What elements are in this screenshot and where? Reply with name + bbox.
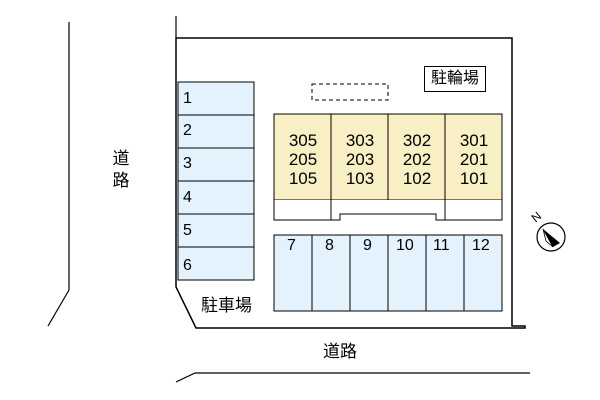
parking-slot-label: 10 <box>396 237 414 254</box>
parking-slot-label: 1 <box>183 90 192 107</box>
parking-slot-label: 9 <box>363 237 372 254</box>
left-road-label: 道路 <box>112 149 130 190</box>
unit-number: 301 <box>459 131 489 150</box>
parking-slot-label: 8 <box>325 237 334 254</box>
bottom-road-edge <box>175 372 530 383</box>
parking-slot-2[interactable] <box>177 114 255 149</box>
parking-slot-10[interactable] <box>387 234 427 312</box>
bottom-road-label: 道路 <box>323 342 357 361</box>
left-road-edge-outer-bend <box>47 289 70 327</box>
unit-number: 305 <box>288 131 318 150</box>
parking-slot-5[interactable] <box>177 213 255 248</box>
unit-number: 101 <box>459 169 489 188</box>
unit-number: 102 <box>402 169 432 188</box>
parking-slot-label: 6 <box>183 257 192 274</box>
unit-number: 103 <box>345 169 375 188</box>
parking-label: 駐車場 <box>201 296 252 315</box>
bicycle-parking-dashed-area <box>311 83 389 101</box>
bottom-parking-slots <box>273 234 503 312</box>
parking-slot-label: 11 <box>433 237 450 254</box>
unit-number: 105 <box>288 169 318 188</box>
parking-slot-label: 4 <box>183 189 192 206</box>
compass-north-arrow-icon <box>536 222 566 252</box>
unit-number: 203 <box>345 150 375 169</box>
parking-slot-4[interactable] <box>177 180 255 215</box>
bicycle-parking-label: 駐輪場 <box>424 66 487 92</box>
parking-slot-label: 5 <box>183 222 192 239</box>
unit-number: 205 <box>288 150 318 169</box>
parking-slot-label: 3 <box>183 155 192 172</box>
parking-slot-3[interactable] <box>177 147 255 182</box>
parking-slot-6[interactable] <box>177 246 255 281</box>
unit-number: 202 <box>402 150 432 169</box>
unit-number: 302 <box>402 131 432 150</box>
parking-slot-label: 12 <box>472 237 490 254</box>
building <box>273 113 503 221</box>
parking-slot-8[interactable] <box>311 234 351 312</box>
parking-slot-12[interactable] <box>463 234 503 312</box>
unit-number: 201 <box>459 150 489 169</box>
parking-slot-label: 7 <box>287 237 296 254</box>
parking-slot-label: 2 <box>183 122 192 139</box>
left-parking-slots <box>177 81 255 281</box>
unit-number: 303 <box>345 131 375 150</box>
